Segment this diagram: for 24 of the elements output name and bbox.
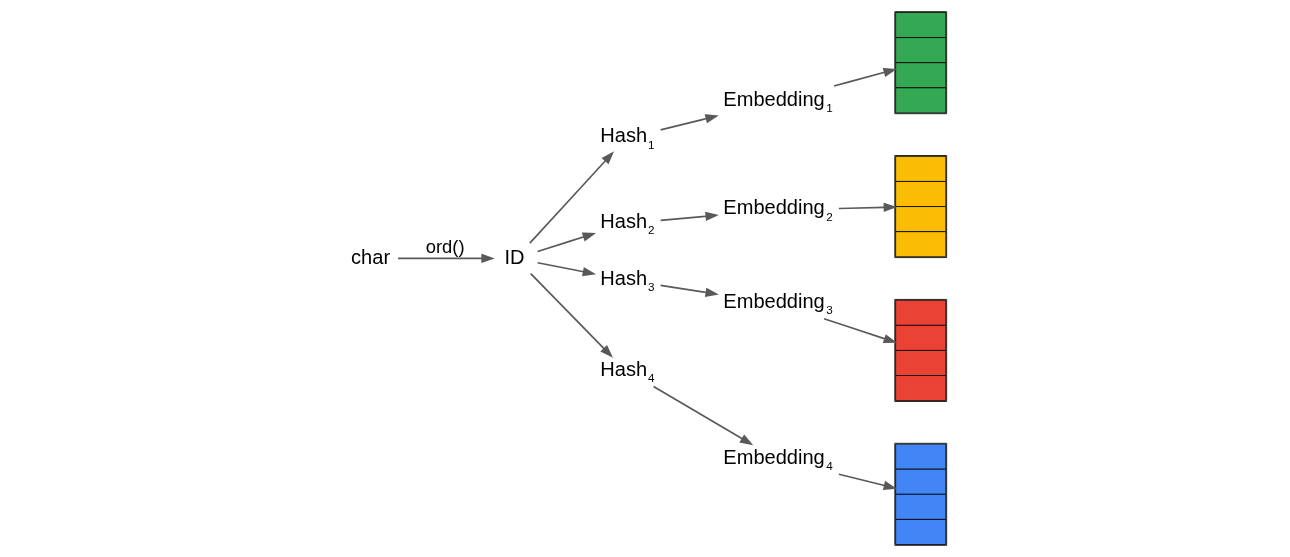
- node-text: Embedding$_{2}$: [722, 196, 833, 223]
- arrow: [528, 151, 614, 244]
- node-text: Embedding$_{4}$: [722, 445, 833, 473]
- arrow: [822, 317, 897, 344]
- arrow: [652, 385, 753, 446]
- node-text: Hash$_{2}$: [599, 209, 655, 237]
- arrow: [659, 284, 719, 298]
- edge-label: ord(): [425, 236, 465, 258]
- arrow: [529, 272, 613, 358]
- arrow: [536, 232, 596, 253]
- node-text: Hash$_{1}$: [599, 124, 655, 151]
- node-text: Hash$_{3}$: [599, 266, 655, 294]
- node-text: Embedding$_{3}$: [722, 289, 833, 317]
- arrow: [536, 261, 596, 277]
- arrow: [837, 202, 897, 213]
- node-text: Embedding$_{1}$: [722, 87, 833, 114]
- arrow: [832, 67, 897, 87]
- node-text: char: [350, 245, 390, 268]
- node-text: ID: [504, 245, 525, 268]
- arrow: [837, 473, 897, 490]
- node-text: Hash$_{4}$: [599, 357, 655, 385]
- arrow: [659, 114, 719, 131]
- arrow: [659, 211, 719, 222]
- arrow: [396, 253, 495, 264]
